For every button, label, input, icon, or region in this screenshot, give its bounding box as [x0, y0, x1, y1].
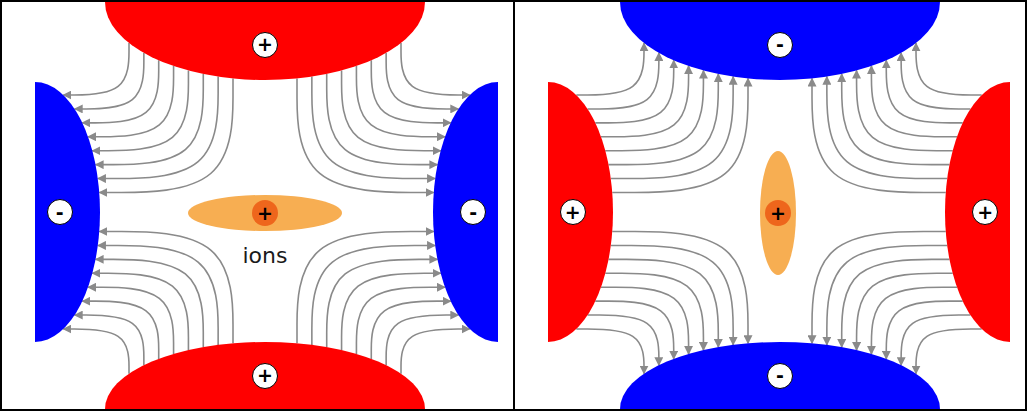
ion-cloud: +: [188, 195, 342, 231]
ion-cloud-shape: [760, 151, 796, 275]
field-line: [588, 315, 659, 365]
electrode-body: [620, 2, 940, 80]
field-line: [827, 77, 947, 179]
field-line: [576, 43, 644, 95]
field-line: [98, 245, 218, 345]
polarity-sign: -: [767, 32, 793, 58]
panel-divider: [513, 0, 515, 411]
polarity-sign: +: [252, 363, 278, 389]
polarity-sign: -: [767, 363, 793, 389]
electrode-body: [35, 82, 100, 342]
electrode: -: [620, 342, 940, 409]
field-line: [871, 287, 957, 354]
field-line: [75, 53, 144, 109]
electrode: +: [105, 2, 425, 80]
electrode-body: [105, 2, 425, 80]
field-line: [916, 329, 982, 374]
electrode: -: [620, 2, 940, 80]
electrode-body: [105, 342, 425, 409]
field-line: [588, 53, 659, 109]
polarity-sign: -: [460, 199, 486, 225]
field-line: [401, 43, 470, 95]
polarity-sign: +: [252, 32, 278, 58]
field-line: [386, 315, 458, 365]
ion-charge: +: [252, 200, 278, 226]
field-line: [356, 287, 445, 354]
electrode: +: [105, 342, 425, 409]
polarity-sign: +: [972, 199, 998, 225]
field-line: [63, 43, 129, 95]
field-line: [75, 315, 144, 365]
electrode-body: [620, 342, 940, 409]
field-line: [88, 287, 174, 354]
polarity-sign: -: [47, 199, 73, 225]
electrode: -: [35, 82, 100, 342]
electrode-body: [433, 82, 498, 342]
field-line: [98, 77, 218, 179]
ion-cloud-shape: [188, 195, 342, 231]
electrode-body: [945, 82, 1010, 342]
field-line: [901, 53, 970, 109]
ion-label: ions: [243, 245, 288, 267]
field-line: [386, 53, 458, 109]
field-line: [63, 329, 129, 374]
field-line: [886, 60, 962, 123]
polarity-sign: +: [560, 199, 586, 225]
field-line: [82, 60, 158, 123]
field-line: [401, 329, 470, 374]
field-line: [901, 315, 970, 365]
field-line: [827, 245, 947, 345]
electrode: +: [945, 82, 1010, 342]
field-line: [371, 60, 450, 123]
electrode: +: [548, 82, 613, 342]
ion-charge: +: [765, 200, 791, 226]
field-line: [916, 43, 982, 95]
electrode: -: [433, 82, 498, 342]
field-line: [601, 287, 689, 354]
field-line: [576, 329, 644, 374]
ion-cloud: +: [760, 151, 796, 275]
electrode-body: [548, 82, 613, 342]
field-line: [595, 60, 673, 123]
